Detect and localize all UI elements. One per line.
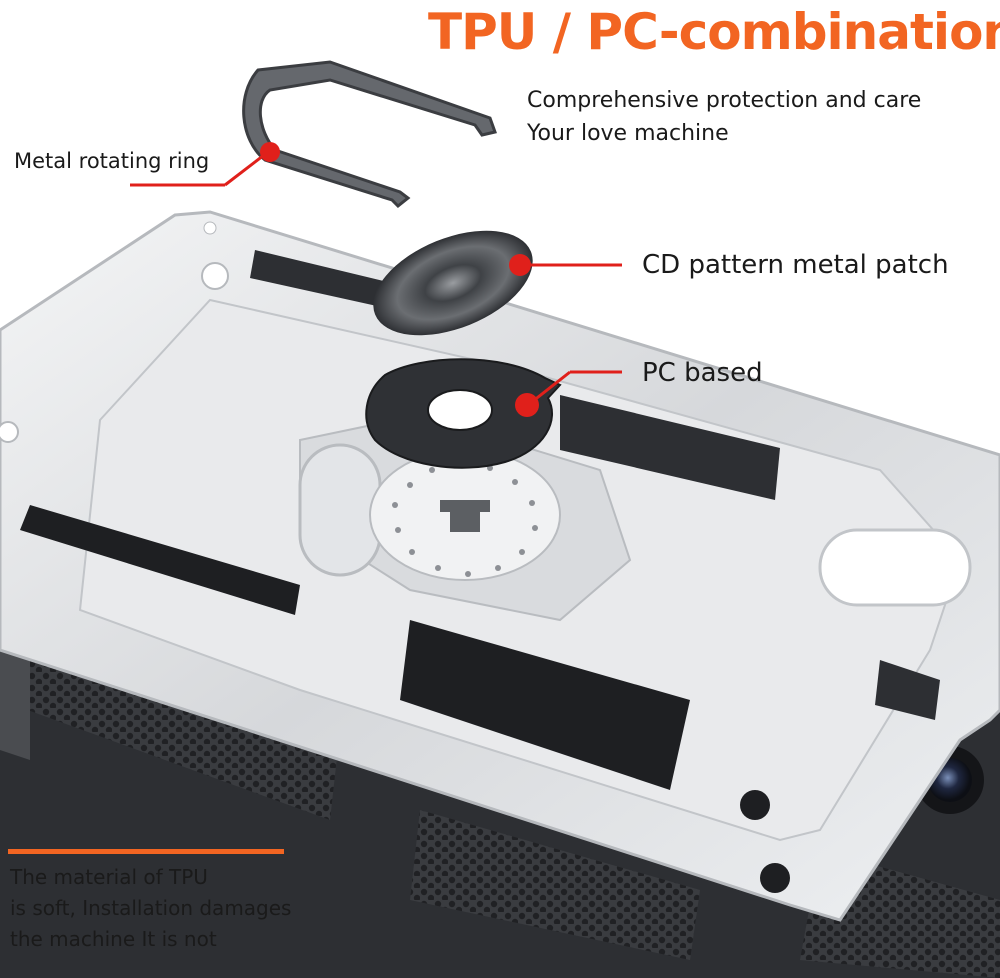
note-line-2: is soft, Installation damages xyxy=(10,896,292,920)
tagline-line-1: Comprehensive protection and care xyxy=(527,88,922,113)
note-line-1: The material of TPU xyxy=(10,865,208,889)
ring-pointer-dot-icon xyxy=(260,142,280,162)
callout-cd-label: CD pattern metal patch xyxy=(642,250,949,280)
cd-pointer-dot-icon xyxy=(509,254,531,276)
pc-pointer-dot-icon xyxy=(515,393,539,417)
callout-pc-label: PC based xyxy=(642,358,763,388)
product-title: TPU / PC-combination xyxy=(428,3,1000,61)
tagline: Comprehensive protection and care Your l… xyxy=(527,84,987,150)
metal-rotating-ring xyxy=(242,60,497,209)
tpu-material-note: The material of TPU is soft, Installatio… xyxy=(10,862,340,955)
silver-pc-frame xyxy=(0,210,1000,922)
callout-ring-label: Metal rotating ring xyxy=(14,149,210,173)
note-accent-bar xyxy=(8,849,284,854)
cd-pattern-metal-patch xyxy=(373,230,533,336)
callout-pointers xyxy=(130,142,622,417)
pc-base-plate xyxy=(365,358,562,469)
note-line-3: the machine It is not xyxy=(10,927,217,951)
tagline-line-2: Your love machine xyxy=(527,121,729,146)
